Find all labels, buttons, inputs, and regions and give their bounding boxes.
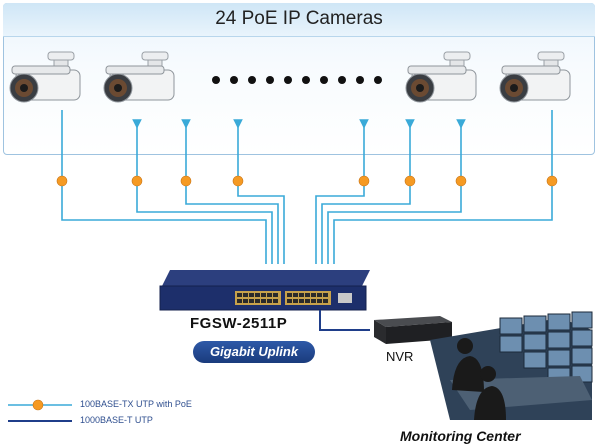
ip-camera-24 [499, 51, 571, 103]
legend-poe-label: 100BASE-TX UTP with PoE [80, 399, 192, 409]
more-cameras-ellipsis [212, 76, 382, 84]
monitoring-center-label: Monitoring Center [400, 428, 521, 444]
poe-badge-6 [404, 175, 416, 187]
poe-cables [61, 110, 553, 264]
poe-badge-2 [131, 175, 143, 187]
ip-camera-23 [405, 51, 477, 103]
poe-badge-7 [455, 175, 467, 187]
monitoring-center-illustration [430, 311, 593, 420]
ip-camera-2 [103, 51, 175, 103]
diagram-title: 24 PoE IP Cameras [3, 3, 595, 37]
poe-badge-3 [180, 175, 192, 187]
poe-badge-4 [232, 175, 244, 187]
ip-camera-1 [9, 51, 81, 103]
poe-badge-5 [358, 175, 370, 187]
legend-uplink-label: 1000BASE-T UTP [80, 415, 153, 425]
gigabit-uplink-badge: Gigabit Uplink [193, 341, 315, 363]
switch-model-label: FGSW-2511P [190, 315, 288, 332]
nvr-device [374, 316, 452, 344]
legend [8, 399, 72, 422]
nvr-label: NVR [386, 349, 414, 364]
poe-badge-8 [546, 175, 558, 187]
legend-poe-badge-icon [32, 399, 44, 411]
uplink-cable [319, 310, 370, 331]
poe-switch [159, 270, 370, 311]
poe-badge-1 [56, 175, 68, 187]
